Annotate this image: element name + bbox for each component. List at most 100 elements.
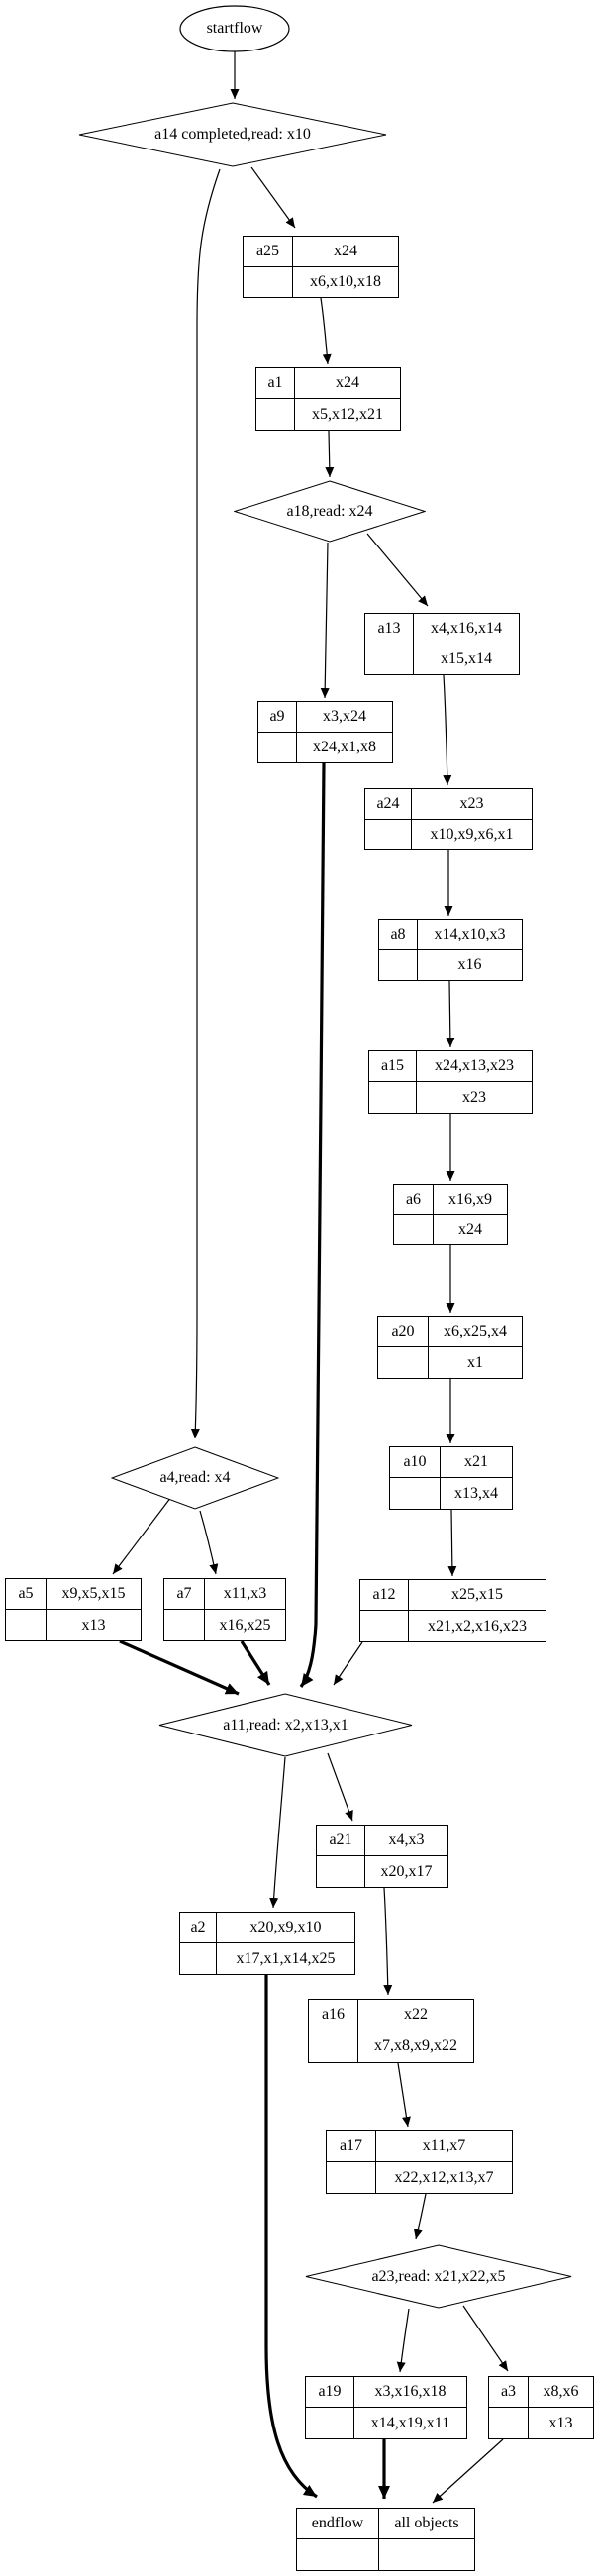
- a12-row1: x25,x15: [409, 1580, 546, 1611]
- a17-id-label: a17: [327, 2131, 376, 2162]
- edge-a11-a2: [269, 1756, 286, 1909]
- edge-a5-a11: [119, 1639, 240, 1696]
- edge-a10-a12: [447, 1509, 457, 1577]
- node-a15: a15 x24,x13,x23 x23: [368, 1050, 533, 1114]
- a6-id-label: a6: [394, 1185, 434, 1215]
- a10-row2: x13,x4: [454, 1484, 498, 1502]
- a8-empty-cell: [379, 949, 418, 980]
- a3-row1: x8,x6: [529, 2377, 593, 2408]
- a19-row1: x3,x16,x18: [354, 2377, 466, 2408]
- node-a23-decision: a23,read: x21,x22,x5: [305, 2244, 572, 2309]
- edge-a2-endflow: [264, 1975, 318, 2499]
- edge-a4-a7: [199, 1510, 219, 1575]
- a9-empty-cell: [258, 732, 297, 762]
- a5-id-label: a5: [6, 1579, 47, 1610]
- a16-row1: x22: [358, 2000, 473, 2031]
- node-a7: a7 x11,x3 x16,x25: [163, 1578, 286, 1641]
- a11-decision-label: a11,read: x2,x13,x1: [223, 1716, 348, 1734]
- a21-row1: x4,x3: [365, 1826, 447, 1856]
- a17-row2: x22,x12,x13,x7: [394, 2168, 494, 2186]
- node-a3: a3 x8,x6 x13: [488, 2376, 594, 2439]
- edge-a13-a24: [443, 674, 452, 786]
- a14-decision-label: a14 completed,read: x10: [154, 126, 311, 143]
- edge-a14-a4: [190, 168, 221, 1439]
- edge-a4-a5: [112, 1496, 172, 1575]
- a19-row2: x14,x19,x11: [370, 2414, 450, 2431]
- a25-row2: x6,x10,x18: [310, 272, 381, 290]
- edge-a25-a1: [320, 297, 332, 365]
- a2-id-label: a2: [180, 1913, 217, 1943]
- a12-empty-cell: [360, 1611, 409, 1641]
- edge-a8-a15: [446, 980, 455, 1048]
- edge-a7-a11: [240, 1640, 271, 1686]
- a18-decision-label: a18,read: x24: [286, 502, 373, 520]
- a9-row2: x24,x1,x8: [313, 738, 376, 755]
- a15-id-label: a15: [369, 1051, 417, 1082]
- node-a20: a20 x6,x25,x4 x1: [377, 1316, 523, 1379]
- a3-empty-cell: [489, 2408, 529, 2438]
- a2-empty-cell: [180, 1943, 217, 1974]
- a6-row2: x24: [458, 1221, 482, 1238]
- a13-row1: x4,x16,x14: [414, 614, 519, 644]
- node-a10: a10 x21 x13,x4: [389, 1446, 513, 1510]
- a24-row1: x23: [412, 789, 532, 820]
- node-a17: a17 x11,x7 x22,x12,x13,x7: [326, 2130, 513, 2194]
- startflow-label: startflow: [206, 20, 263, 37]
- a17-empty-cell: [327, 2162, 376, 2193]
- node-a12: a12 x25,x15 x21,x2,x16,x23: [359, 1579, 546, 1642]
- a13-id-label: a13: [365, 614, 414, 644]
- a5-row2: x13: [81, 1616, 106, 1634]
- node-a25: a25 x24 x6,x10,x18: [243, 236, 399, 298]
- node-a14-decision: a14 completed,read: x10: [78, 102, 387, 167]
- a16-row2: x7,x8,x9,x22: [374, 2037, 457, 2055]
- a7-row2: x16,x25: [219, 1616, 271, 1634]
- node-a9: a9 x3,x24 x24,x1,x8: [257, 701, 393, 763]
- a25-id-label: a25: [244, 237, 293, 267]
- a20-id-label: a20: [378, 1317, 429, 1347]
- a12-id-label: a12: [360, 1580, 409, 1611]
- edge-a17-a23: [413, 2193, 427, 2240]
- a25-row1: x24: [293, 237, 398, 267]
- node-a4-decision: a4,read: x4: [111, 1446, 279, 1510]
- a1-empty-cell: [256, 399, 295, 430]
- a24-empty-cell: [365, 819, 412, 849]
- a21-row2: x20,x17: [380, 1862, 433, 1880]
- a23-decision-label: a23,read: x21,x22,x5: [371, 2267, 506, 2285]
- node-endflow: endflow all objects: [296, 2508, 475, 2571]
- a10-id-label: a10: [390, 1447, 441, 1478]
- a7-id-label: a7: [164, 1579, 205, 1610]
- a4-decision-label: a4,read: x4: [159, 1469, 231, 1486]
- node-a2: a2 x20,x9,x10 x17,x1,x14,x25: [179, 1912, 355, 1975]
- a19-empty-cell: [306, 2408, 354, 2438]
- node-a1: a1 x24 x5,x12,x21: [255, 367, 401, 431]
- a9-row1: x3,x24: [297, 702, 392, 733]
- a20-row2: x1: [467, 1353, 483, 1371]
- node-a13: a13 x4,x16,x14 x15,x14: [364, 613, 520, 675]
- edge-a18-a13: [366, 533, 429, 607]
- node-a5: a5 x9,x5,x15 x13: [5, 1578, 142, 1641]
- a1-row1: x24: [295, 368, 400, 399]
- a13-empty-cell: [365, 644, 414, 674]
- a3-row2: x13: [548, 2414, 573, 2431]
- node-a21: a21 x4,x3 x20,x17: [316, 1825, 448, 1888]
- edge-a23-a19: [396, 2308, 410, 2373]
- a19-id-label: a19: [306, 2377, 354, 2408]
- endflow-empty-cell: [297, 2539, 379, 2570]
- a8-row1: x14,x10,x3: [418, 920, 522, 950]
- a2-row2: x17,x1,x14,x25: [236, 1949, 336, 1967]
- a10-row1: x21: [441, 1447, 512, 1478]
- a20-row1: x6,x25,x4: [429, 1317, 522, 1347]
- a17-row1: x11,x7: [376, 2131, 512, 2162]
- node-a18-decision: a18,read: x24: [234, 480, 426, 543]
- a5-empty-cell: [6, 1610, 47, 1640]
- a15-row1: x24,x13,x23: [417, 1051, 532, 1082]
- a8-id-label: a8: [379, 920, 418, 950]
- a25-empty-cell: [244, 266, 293, 297]
- a16-id-label: a16: [309, 2000, 358, 2031]
- edge-a12-a11: [333, 1641, 363, 1686]
- a15-row2: x23: [462, 1088, 486, 1106]
- a7-row1: x11,x3: [205, 1579, 285, 1610]
- edge-a18-a9: [320, 542, 330, 699]
